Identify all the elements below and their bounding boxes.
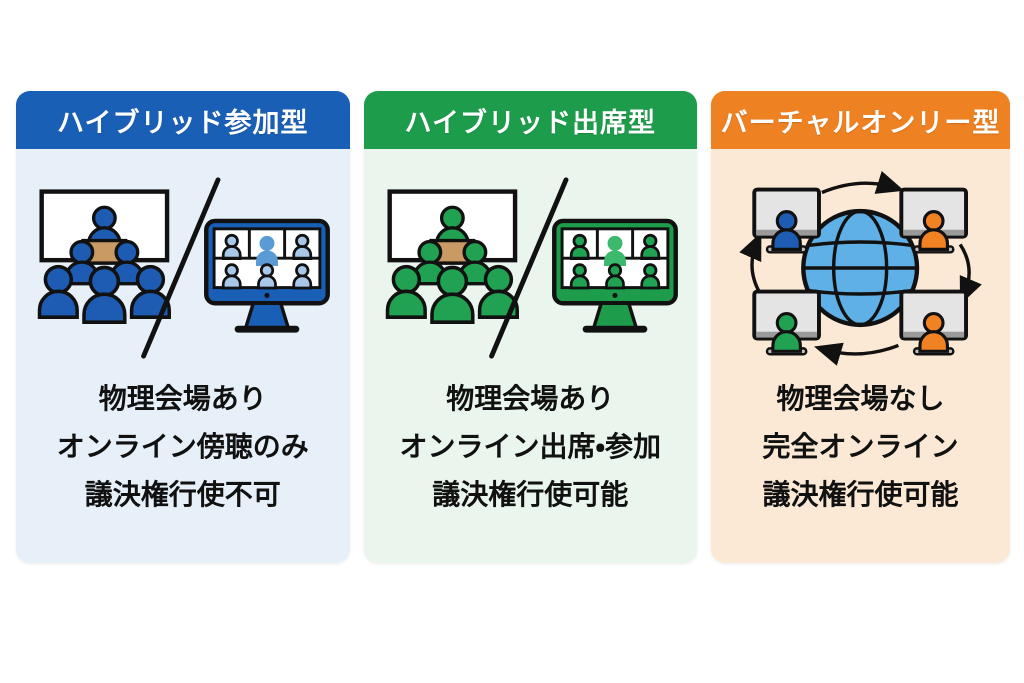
hybrid-participation-card: ハイブリッド参加型 物理会場あり オンライン傍聴のみ 議決権行使不可: [16, 91, 350, 563]
hybrid-meeting-icon: [374, 172, 687, 364]
card-description-line: 議決権行使可能: [432, 479, 629, 510]
card-title: ハイブリッド参加型: [57, 107, 309, 138]
virtual-only-card: バーチャルオンリー型 物理会場なし 完全オンライン 議決権行使可能: [711, 91, 1010, 563]
hybrid-attendance-card: ハイブリッド出席型 物理会場あり オンライン出席・参加 議決権行使可能: [363, 91, 698, 563]
card-description-line: 議決権行使不可: [84, 479, 281, 510]
card-title-banner: バーチャルオンリー型: [711, 91, 1010, 149]
meeting-type-comparison: ハイブリッド参加型 物理会場あり オンライン傍聴のみ 議決権行使不可 ハイブリッ…: [16, 91, 1010, 563]
card-description-line: 物理会場なし: [776, 383, 945, 414]
card-description: 物理会場なし 完全オンライン 議決権行使可能: [711, 375, 1010, 519]
card-title: バーチャルオンリー型: [720, 107, 1001, 138]
card-icon-area: [711, 167, 1010, 369]
hybrid-meeting-icon: [26, 172, 339, 364]
card-title: ハイブリッド出席型: [404, 107, 656, 138]
card-description-line: オンライン傍聴のみ: [56, 431, 309, 462]
card-description-line: 完全オンライン: [762, 431, 959, 462]
global-network-icon: [718, 168, 1002, 368]
card-title-banner: ハイブリッド出席型: [363, 91, 697, 149]
card-description: 物理会場あり オンライン傍聴のみ 議決権行使不可: [16, 375, 350, 519]
card-description: 物理会場あり オンライン出席・参加 議決権行使可能: [364, 375, 698, 519]
card-description-line: 議決権行使可能: [762, 479, 959, 510]
card-title-banner: ハイブリッド参加型: [16, 91, 350, 149]
card-icon-area: [364, 167, 698, 369]
card-description-line: 物理会場あり: [98, 383, 267, 414]
card-icon-area: [16, 167, 350, 369]
card-description-line: 物理会場あり: [446, 383, 615, 414]
card-description-line: オンライン出席・参加: [399, 431, 662, 462]
